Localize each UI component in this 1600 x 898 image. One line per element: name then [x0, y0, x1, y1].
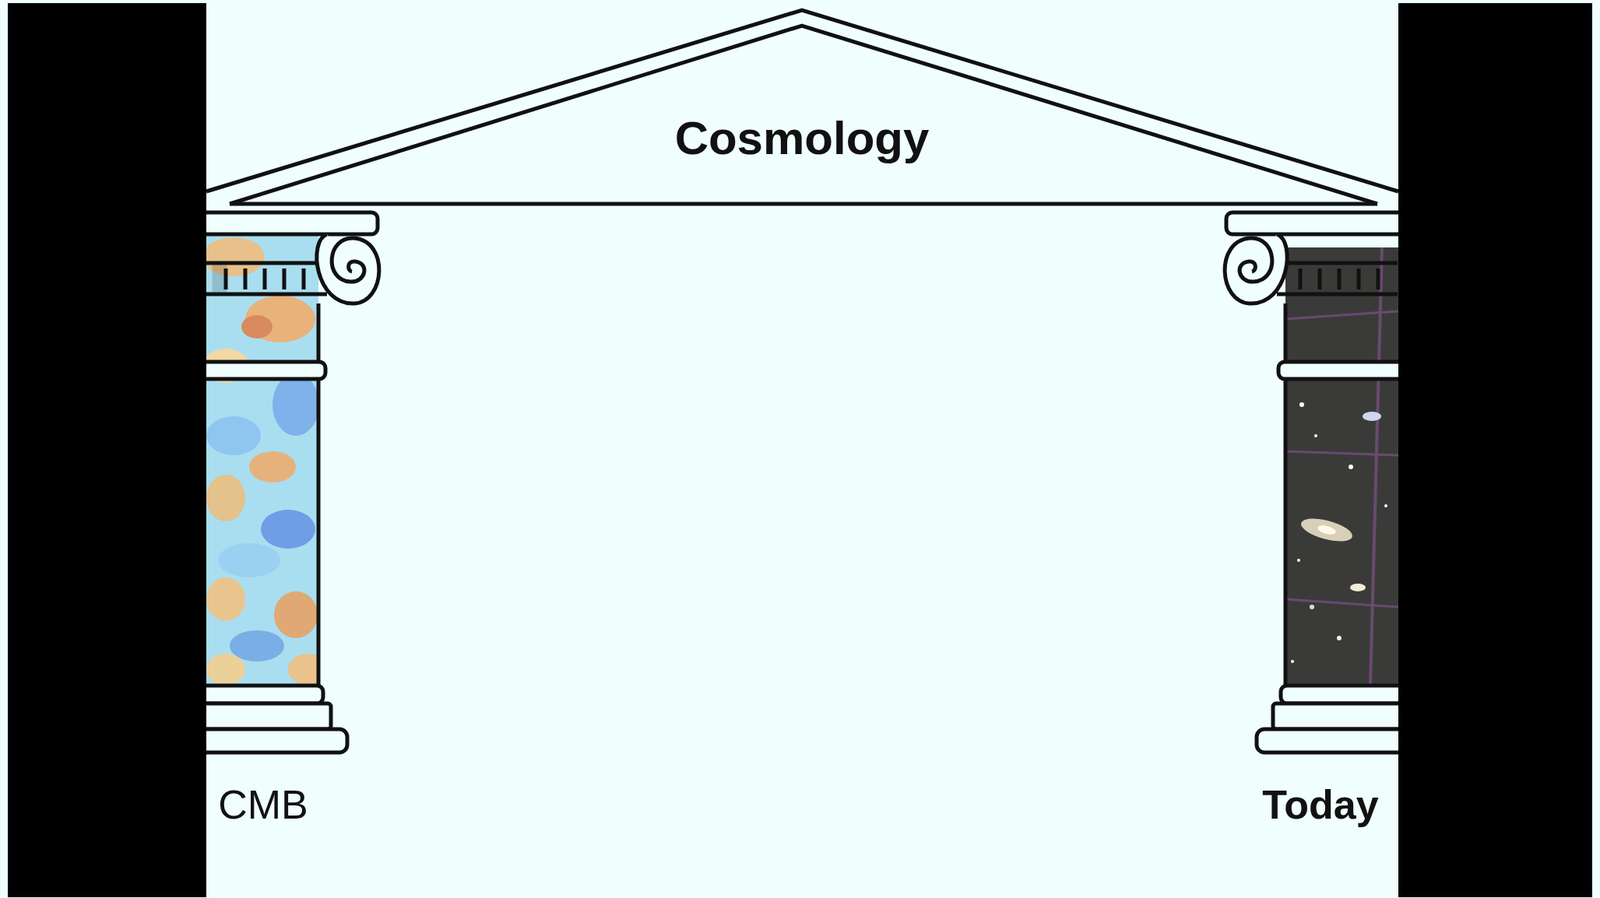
column [1224, 212, 1410, 753]
galaxy-texture [1285, 247, 1399, 686]
column-label: CMB [218, 782, 309, 830]
pediment [206, 10, 1399, 204]
column-label: Today [1262, 782, 1379, 830]
pediment-title: Cosmology [675, 111, 930, 166]
side-bar [1398, 3, 1593, 898]
column [194, 212, 380, 753]
side-bar [7, 3, 207, 898]
cmb-texture [206, 234, 319, 686]
